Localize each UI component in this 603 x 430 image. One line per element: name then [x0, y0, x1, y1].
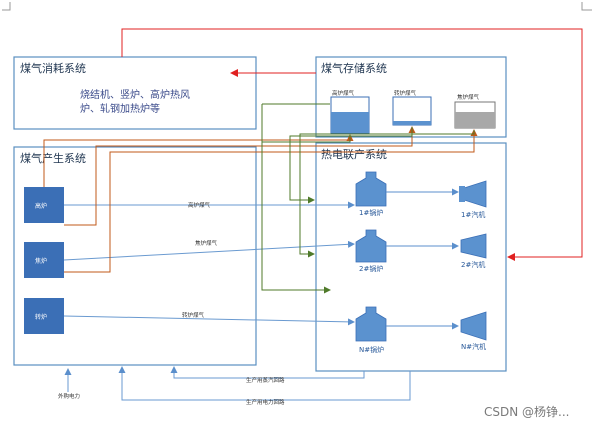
- produce-title: 煤气产生系统: [20, 151, 86, 165]
- unit2-label: 焦炉: [35, 257, 47, 265]
- tank3-label: 焦炉煤气: [457, 93, 480, 101]
- chp-title: 热电联产系统: [321, 147, 387, 161]
- flow-label-gas3: 转炉煤气: [182, 311, 205, 319]
- unit1-label: 高炉: [35, 202, 47, 210]
- turbine-1: 1#汽机: [459, 180, 487, 219]
- tank-converter-gas: 转炉煤气: [392, 89, 432, 126]
- storage-title: 煤气存储系统: [321, 61, 387, 75]
- unit-blast-furnace: 高炉: [24, 187, 64, 223]
- boiler2-label: 2#锅炉: [359, 264, 383, 273]
- tank2-label: 转炉煤气: [394, 89, 417, 97]
- tank1-label: 高炉煤气: [332, 89, 355, 97]
- boiler3-label: N#锅炉: [359, 345, 384, 354]
- tank-coke-oven-gas: 焦炉煤气: [454, 93, 496, 129]
- flow-label-gas1: 高炉煤气: [188, 201, 211, 209]
- watermark-text: CSDN @杨铮...: [484, 404, 569, 419]
- page-corner-mark: [2, 2, 592, 11]
- turbine3-label: N#汽机: [461, 342, 486, 351]
- flow-label-external: 外购电力: [58, 392, 80, 400]
- turbine-n: N#汽机: [460, 311, 487, 351]
- turbine-2: 2#汽机: [460, 233, 487, 269]
- tank-blast-furnace-gas: 高炉煤气: [330, 89, 370, 134]
- return-loops: [64, 366, 411, 401]
- consume-title: 煤气消耗系统: [20, 61, 86, 75]
- flow-label-gas2: 焦炉煤气: [195, 239, 218, 247]
- boiler-1: 1#锅炉: [355, 171, 387, 217]
- turbine2-label: 2#汽机: [461, 260, 485, 269]
- red-flow-lines: [121, 28, 583, 261]
- boiler-n: N#锅炉: [355, 306, 387, 354]
- flow-label-power: 生产用电力回路: [246, 398, 285, 406]
- steam-arrows: [386, 188, 459, 330]
- consume-system-box: 煤气消耗系统 烧结机、竖炉、高炉热风 炉、轧钢加热炉等: [13, 56, 257, 130]
- boiler1-label: 1#锅炉: [359, 208, 383, 217]
- consume-line2: 炉、轧钢加热炉等: [80, 102, 160, 115]
- unit3-label: 转炉: [35, 313, 47, 321]
- unit-converter: 转炉: [24, 298, 64, 334]
- flow-label-steam: 生产用蒸汽回路: [246, 376, 285, 384]
- gas-supply-lines: [63, 201, 355, 326]
- storage-to-boiler-lines-green: [261, 103, 475, 294]
- consume-line1: 烧结机、竖炉、高炉热风: [80, 88, 190, 101]
- turbine1-label: 1#汽机: [461, 210, 485, 219]
- unit-coke-oven: 焦炉: [24, 242, 64, 278]
- boiler-2: 2#锅炉: [355, 229, 387, 273]
